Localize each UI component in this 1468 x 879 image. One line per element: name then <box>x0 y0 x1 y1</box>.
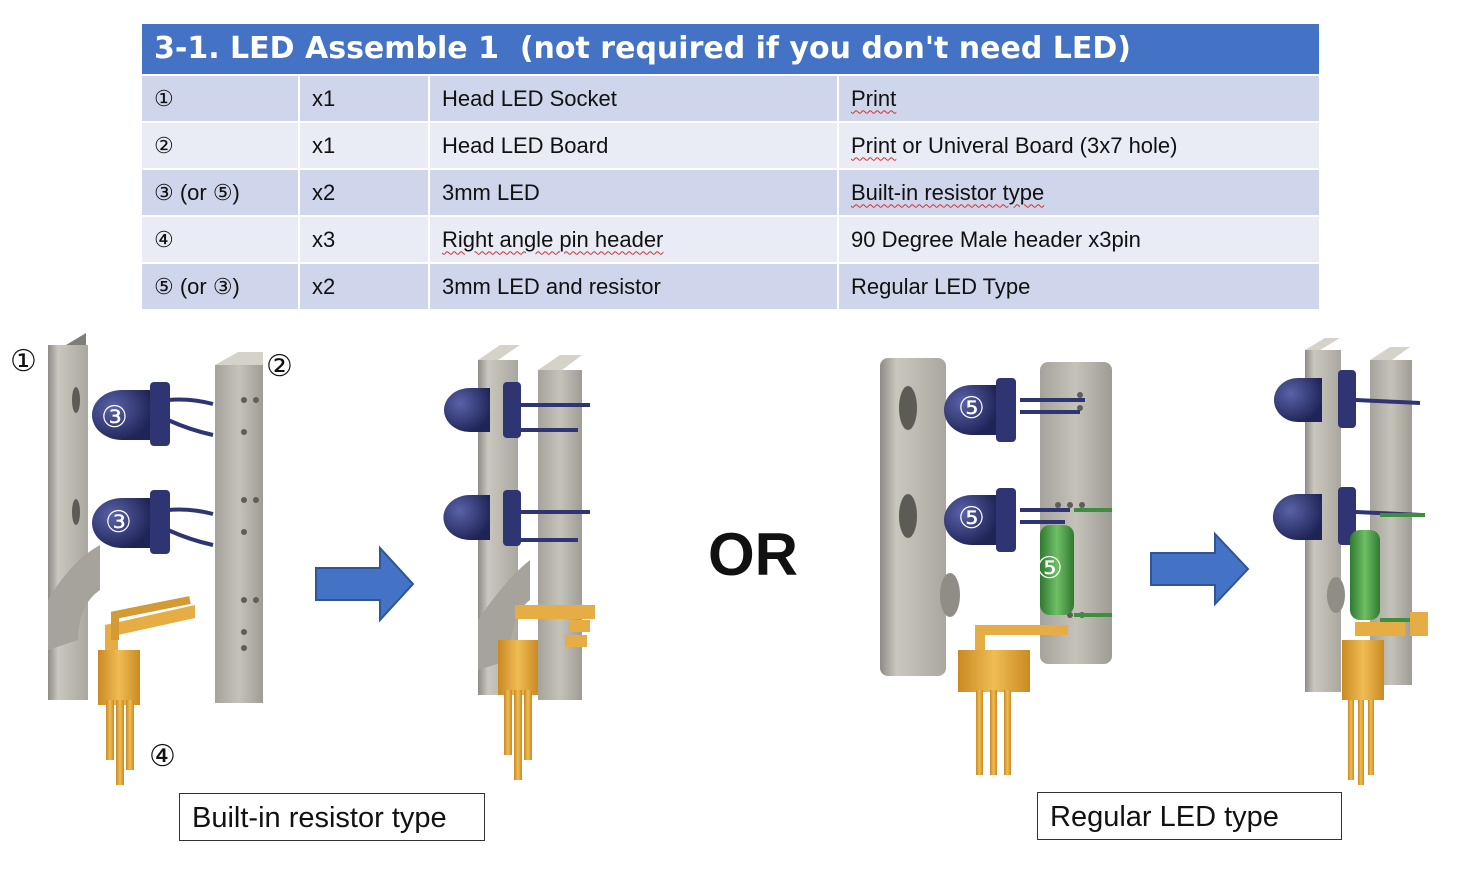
page-title: 3-1. LED Assemble 1 (not required if you… <box>142 24 1319 74</box>
led-icon <box>944 378 1016 442</box>
led-icon <box>1274 370 1356 428</box>
part-name: 3mm LED and resistor <box>428 263 838 311</box>
part-name-text: Right angle pin header <box>442 226 664 252</box>
caption-regular-led: Regular LED type <box>1037 792 1342 840</box>
led-icon <box>92 382 170 446</box>
led-icon <box>444 382 521 438</box>
pin-header-icon <box>958 625 1068 775</box>
arrow-icon <box>315 545 415 623</box>
led-icon <box>944 488 1016 552</box>
table-row: ④ x3 Right angle pin header 90 Degree Ma… <box>142 216 1319 264</box>
part-note-text: Built-in resistor type <box>851 179 1045 205</box>
part-number: ① <box>142 76 299 123</box>
part-quantity: x1 <box>298 76 429 123</box>
part-quantity: x2 <box>298 169 429 217</box>
table-row: ② x1 Head LED Board Print or Univeral Bo… <box>142 122 1319 170</box>
led-icon <box>443 490 521 546</box>
resistor-icon <box>1040 508 1112 617</box>
part-note-text: Print <box>851 132 897 158</box>
part-note-text: Print <box>851 85 897 111</box>
part-number: ⑤ (or ③) <box>142 263 299 311</box>
led-icon <box>92 490 170 554</box>
callout-label: ⑤ <box>1036 551 1063 586</box>
pin-header-icon <box>98 596 195 785</box>
table-row: ⑤ (or ③) x2 3mm LED and resistor Regular… <box>142 263 1319 311</box>
led-icon <box>1272 487 1356 545</box>
part-number: ③ (or ⑤) <box>142 169 299 217</box>
part-note: 90 Degree Male header x3pin <box>837 216 1319 264</box>
pin-header-icon <box>498 605 595 780</box>
callout-label: ③ <box>101 400 128 435</box>
callout-label: ③ <box>105 505 132 540</box>
callout-label: ⑤ <box>958 501 985 536</box>
callout-label: ⑤ <box>958 391 985 426</box>
part-note: Regular LED Type <box>837 263 1319 311</box>
part-name: 3mm LED <box>428 169 838 217</box>
assembled-view-regular <box>1272 338 1428 785</box>
part-note: Print <box>837 76 1319 123</box>
part-name: Head LED Board <box>428 122 838 170</box>
part-quantity: x3 <box>298 216 429 264</box>
part-note: Built-in resistor type <box>837 169 1319 217</box>
part-name: Right angle pin header <box>428 216 838 264</box>
led-board-plate <box>1040 362 1112 664</box>
resistor-icon <box>1350 513 1425 622</box>
part-number: ② <box>142 122 299 170</box>
exploded-view-regular <box>880 358 1112 775</box>
part-name: Head LED Socket <box>428 76 838 123</box>
part-note-text: Regular LED Type <box>851 273 1031 299</box>
caption-builtin-resistor: Built-in resistor type <box>179 793 485 841</box>
part-quantity: x2 <box>298 263 429 311</box>
assembled-view-builtin <box>443 345 595 780</box>
part-number: ④ <box>142 216 299 264</box>
part-note: Print or Univeral Board (3x7 hole) <box>837 122 1319 170</box>
parts-table: ① x1 Head LED Socket Print ② x1 Head LED… <box>142 76 1319 311</box>
led-board-plate <box>215 365 263 703</box>
part-quantity: x1 <box>298 122 429 170</box>
part-note-text: 90 Degree Male header x3pin <box>851 226 1141 252</box>
callout-label: ① <box>10 344 37 379</box>
table-row: ③ (or ⑤) x2 3mm LED Built-in resistor ty… <box>142 169 1319 217</box>
arrow-icon <box>1150 531 1250 607</box>
table-row: ① x1 Head LED Socket Print <box>142 76 1319 123</box>
pin-header-icon <box>1342 612 1428 785</box>
callout-label: ② <box>266 349 293 384</box>
exploded-view-builtin <box>48 333 263 785</box>
callout-label: ④ <box>149 739 176 774</box>
part-note-extra: or Univeral Board (3x7 hole) <box>896 132 1178 158</box>
or-label: OR <box>708 521 798 588</box>
